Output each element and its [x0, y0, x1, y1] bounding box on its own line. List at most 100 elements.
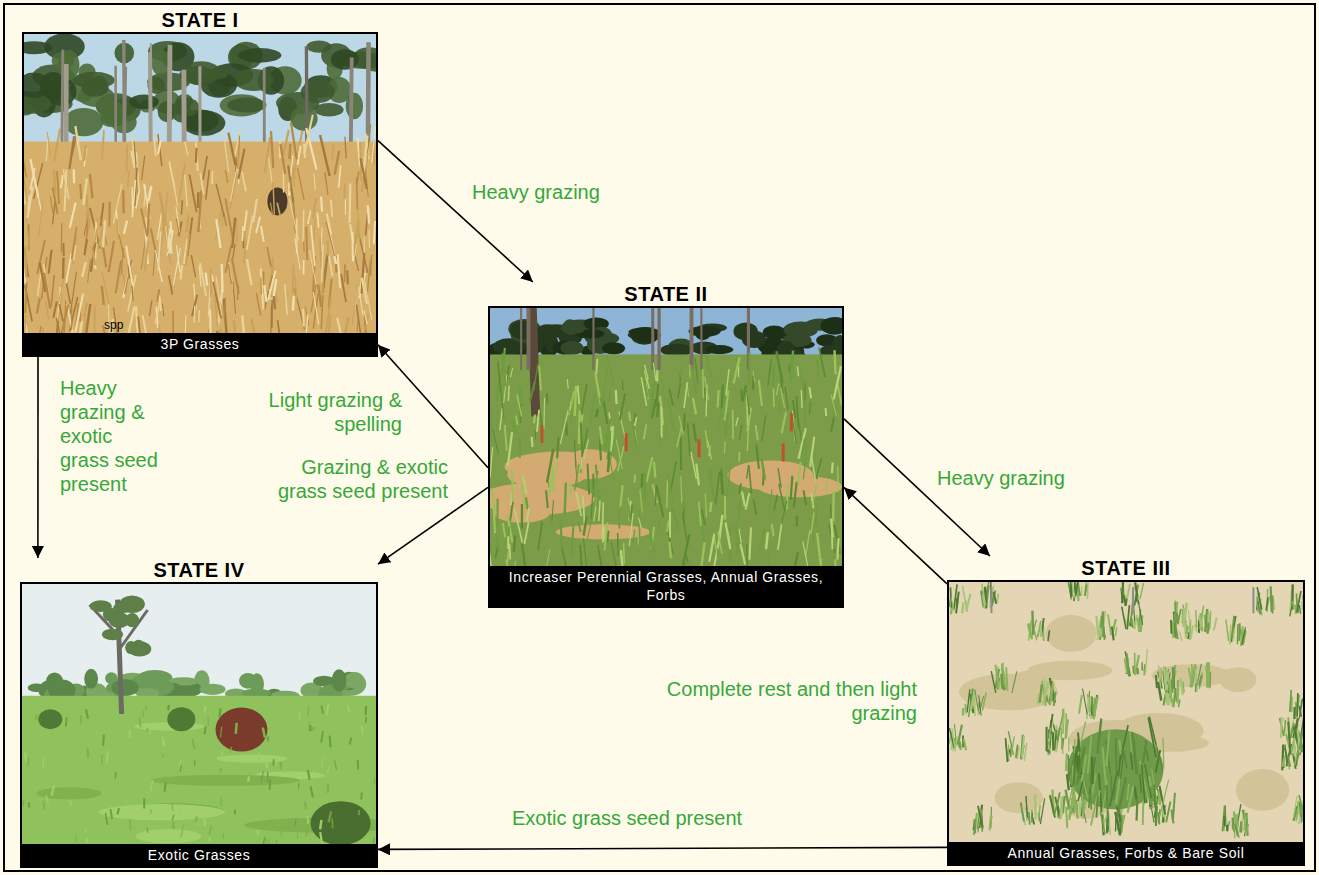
grass-blade	[581, 422, 583, 453]
tree-foliage	[24, 73, 50, 98]
grass-blade	[277, 203, 280, 217]
grass-blade	[964, 739, 966, 750]
grass-blade	[221, 727, 222, 738]
grass-blade	[360, 792, 362, 799]
marker-post	[625, 433, 628, 451]
grass-blade	[91, 242, 96, 272]
state-title: STATE II	[488, 282, 844, 306]
grass-blade	[949, 590, 950, 607]
grass-blade	[326, 222, 334, 256]
grass-blade	[302, 210, 304, 242]
grass-blade	[1299, 795, 1303, 818]
grass-blade	[179, 163, 185, 203]
grass-blade	[295, 818, 296, 827]
grass-blade	[991, 671, 995, 693]
grass-blade	[1072, 787, 1075, 812]
grass-blade	[1299, 698, 1302, 718]
grass-blade	[705, 430, 707, 448]
grass-blade	[607, 531, 608, 542]
grass-blade	[280, 762, 283, 770]
grass-blade	[267, 247, 271, 267]
grass-blade	[724, 442, 726, 454]
grass-blade	[307, 706, 308, 716]
grass-blade	[644, 473, 647, 501]
tree-foliage	[346, 93, 363, 119]
grass-blade	[291, 123, 297, 160]
tree-foliage	[314, 103, 343, 116]
distant-tree	[344, 672, 364, 689]
grass-blade	[103, 245, 107, 267]
grass-blade	[269, 779, 272, 789]
state-caption: 3P Grasses	[22, 333, 378, 357]
grass-blade	[1291, 584, 1294, 609]
grass-blade	[707, 440, 711, 460]
grass-blade	[271, 131, 273, 168]
grass-blade	[623, 543, 625, 564]
grass-blade	[793, 400, 795, 418]
grass-blade	[1063, 796, 1065, 813]
grass-blade	[70, 800, 71, 806]
grass-blade	[606, 355, 613, 385]
grass-blade	[832, 490, 835, 521]
grass-blade	[974, 697, 976, 716]
grass-blade	[834, 559, 837, 566]
grass-blade	[514, 535, 515, 552]
grass-blade	[997, 594, 999, 603]
grass-blade	[143, 315, 149, 333]
grass-blade	[24, 191, 25, 204]
grass-blade	[306, 314, 308, 333]
grass-blade	[374, 777, 376, 784]
grass-blade	[782, 412, 786, 433]
grass-blade	[1091, 796, 1097, 825]
grass-blade	[270, 203, 272, 216]
grass-blade	[721, 470, 723, 495]
grass-blade	[620, 394, 625, 421]
grass-blade	[500, 408, 503, 431]
grass-blade	[979, 695, 981, 715]
grass-blade	[490, 447, 493, 478]
grass-blade	[1183, 603, 1187, 628]
grass-blade	[222, 751, 223, 757]
grass-blade	[1022, 736, 1024, 758]
grass-blade	[311, 285, 316, 313]
grass-blade	[128, 171, 130, 187]
tree-trunk	[700, 308, 702, 370]
grass-blade	[153, 252, 155, 276]
grass-blade	[654, 462, 655, 478]
grass-blade	[288, 144, 291, 159]
grass-blade	[740, 390, 743, 400]
grass-blade	[693, 424, 696, 442]
grass-blade	[1273, 596, 1274, 610]
grass-blade	[136, 189, 140, 208]
grass-blade	[65, 717, 68, 726]
grass-blade	[660, 407, 662, 438]
grass-blade	[1140, 774, 1141, 793]
grass-blade	[543, 398, 545, 429]
grass-blade	[223, 833, 224, 840]
grass-blade	[833, 350, 836, 374]
grass-blade	[1235, 824, 1238, 836]
grass-blade	[804, 383, 806, 401]
grass-blade	[1256, 596, 1258, 612]
grass-blade	[667, 521, 669, 533]
grass-blade	[305, 227, 308, 260]
grass-blade	[762, 458, 766, 479]
tree-foliage	[234, 69, 274, 91]
grass-blade	[1234, 828, 1235, 839]
grass-blade	[297, 168, 304, 201]
grass-blade	[772, 524, 774, 536]
grass-blade	[1028, 812, 1030, 825]
grass-blade	[295, 275, 296, 300]
grass-blade	[1107, 785, 1109, 823]
grass-blade	[92, 247, 95, 265]
grass-blade	[748, 352, 750, 385]
grass-blade	[571, 391, 574, 406]
grass-blade	[221, 797, 223, 806]
state-photo	[20, 582, 378, 844]
grass-blade	[1088, 736, 1092, 773]
grass-blade	[1155, 675, 1158, 688]
grass-blade	[1055, 730, 1057, 749]
grass-blade	[1138, 618, 1140, 632]
grass-blade	[346, 270, 349, 284]
grass-blade	[113, 184, 121, 224]
